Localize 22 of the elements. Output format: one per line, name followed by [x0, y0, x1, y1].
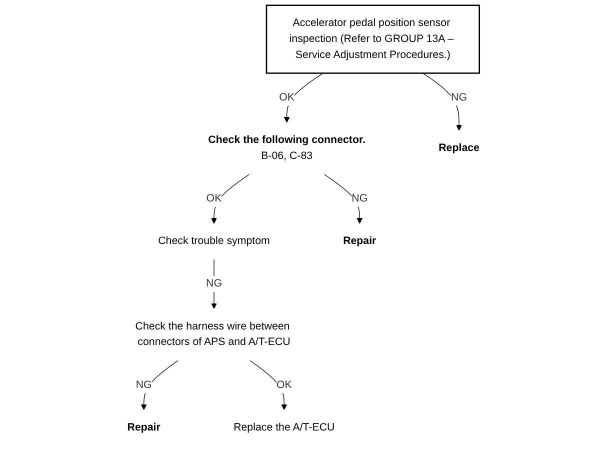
arrow	[422, 72, 462, 131]
node-text: Replace	[438, 142, 480, 154]
node-text: Check trouble symptom	[158, 235, 270, 247]
edge-label: OK	[206, 192, 222, 204]
node-text: Check the following connector. B-06, C-83	[208, 134, 366, 162]
edge-label: NG	[450, 92, 467, 104]
arrow	[140, 360, 178, 410]
edge-label: NG	[351, 192, 368, 204]
arrow	[210, 259, 217, 309]
arrow	[249, 360, 287, 410]
edge-label: OK	[276, 379, 292, 390]
arrow	[323, 174, 362, 224]
edge-label: NG	[206, 278, 222, 290]
node-text: Repair	[342, 235, 376, 247]
edge-label: OK	[278, 92, 294, 104]
edge-label: NG	[135, 379, 152, 390]
arrow	[210, 174, 250, 224]
node-text: Replace the A/T-ECU	[233, 422, 334, 434]
node-text: Check the harness wire between connectors of APS and A/T-ECU	[134, 320, 290, 348]
arrow	[284, 72, 323, 123]
node-box: Accelerator pedal position sensor inspection (Refer to GROUP 13A – Service Adjustment Procedures.)	[265, 4, 480, 74]
node-text: Repair	[126, 422, 160, 434]
